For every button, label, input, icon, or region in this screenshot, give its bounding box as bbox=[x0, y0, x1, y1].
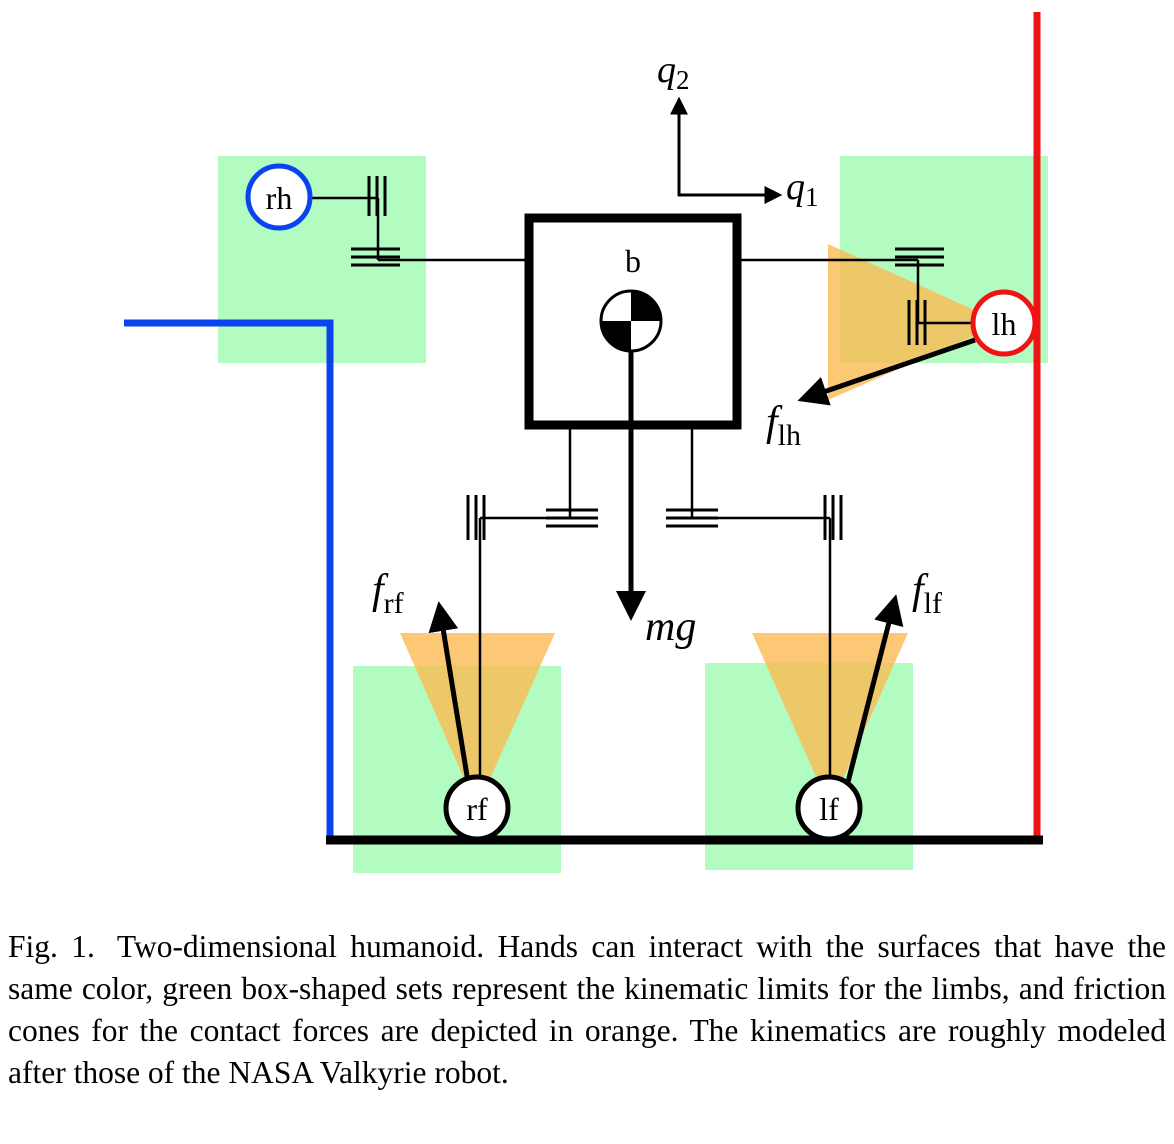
left-foot-label: lf bbox=[819, 791, 839, 827]
left-foot-force-arrow bbox=[845, 594, 904, 783]
left-foot-effector: lf bbox=[795, 774, 863, 842]
limb-links bbox=[311, 196, 975, 780]
right-foot-force-arrow bbox=[428, 601, 471, 783]
gravity-label: mg bbox=[645, 604, 696, 650]
right-foot-label: rf bbox=[466, 791, 488, 827]
left-hand-effector: lh bbox=[970, 289, 1038, 357]
figure-caption: Fig. 1.Two-dimensional humanoid. Hands c… bbox=[8, 926, 1166, 1094]
left-hand-label: lh bbox=[992, 306, 1017, 342]
q1-axis-label: q1 bbox=[786, 166, 819, 212]
right-foot-force-label: frf bbox=[372, 567, 404, 620]
left-wall-surface bbox=[124, 319, 334, 840]
right-hand-label: rh bbox=[266, 180, 293, 216]
right-foot-effector: rf bbox=[443, 774, 511, 842]
caption-text: Two-dimensional humanoid. Hands can inte… bbox=[8, 929, 1166, 1090]
humanoid-diagram: q2 q1 b mg bbox=[124, 12, 1048, 873]
left-hand-force-label: flh bbox=[766, 399, 801, 452]
body-label: b bbox=[625, 243, 641, 279]
prismatic-joints bbox=[351, 176, 944, 540]
q2-axis-label: q2 bbox=[657, 49, 690, 95]
center-of-mass-icon bbox=[599, 289, 663, 353]
left-foot-force-label: flf bbox=[912, 567, 942, 620]
coordinate-axes bbox=[670, 96, 783, 204]
right-foot-friction-cone bbox=[400, 633, 555, 808]
left-hand-force-arrow bbox=[797, 337, 976, 406]
right-hand-effector: rh bbox=[245, 163, 313, 231]
figure-label: Fig. 1. bbox=[8, 929, 95, 964]
